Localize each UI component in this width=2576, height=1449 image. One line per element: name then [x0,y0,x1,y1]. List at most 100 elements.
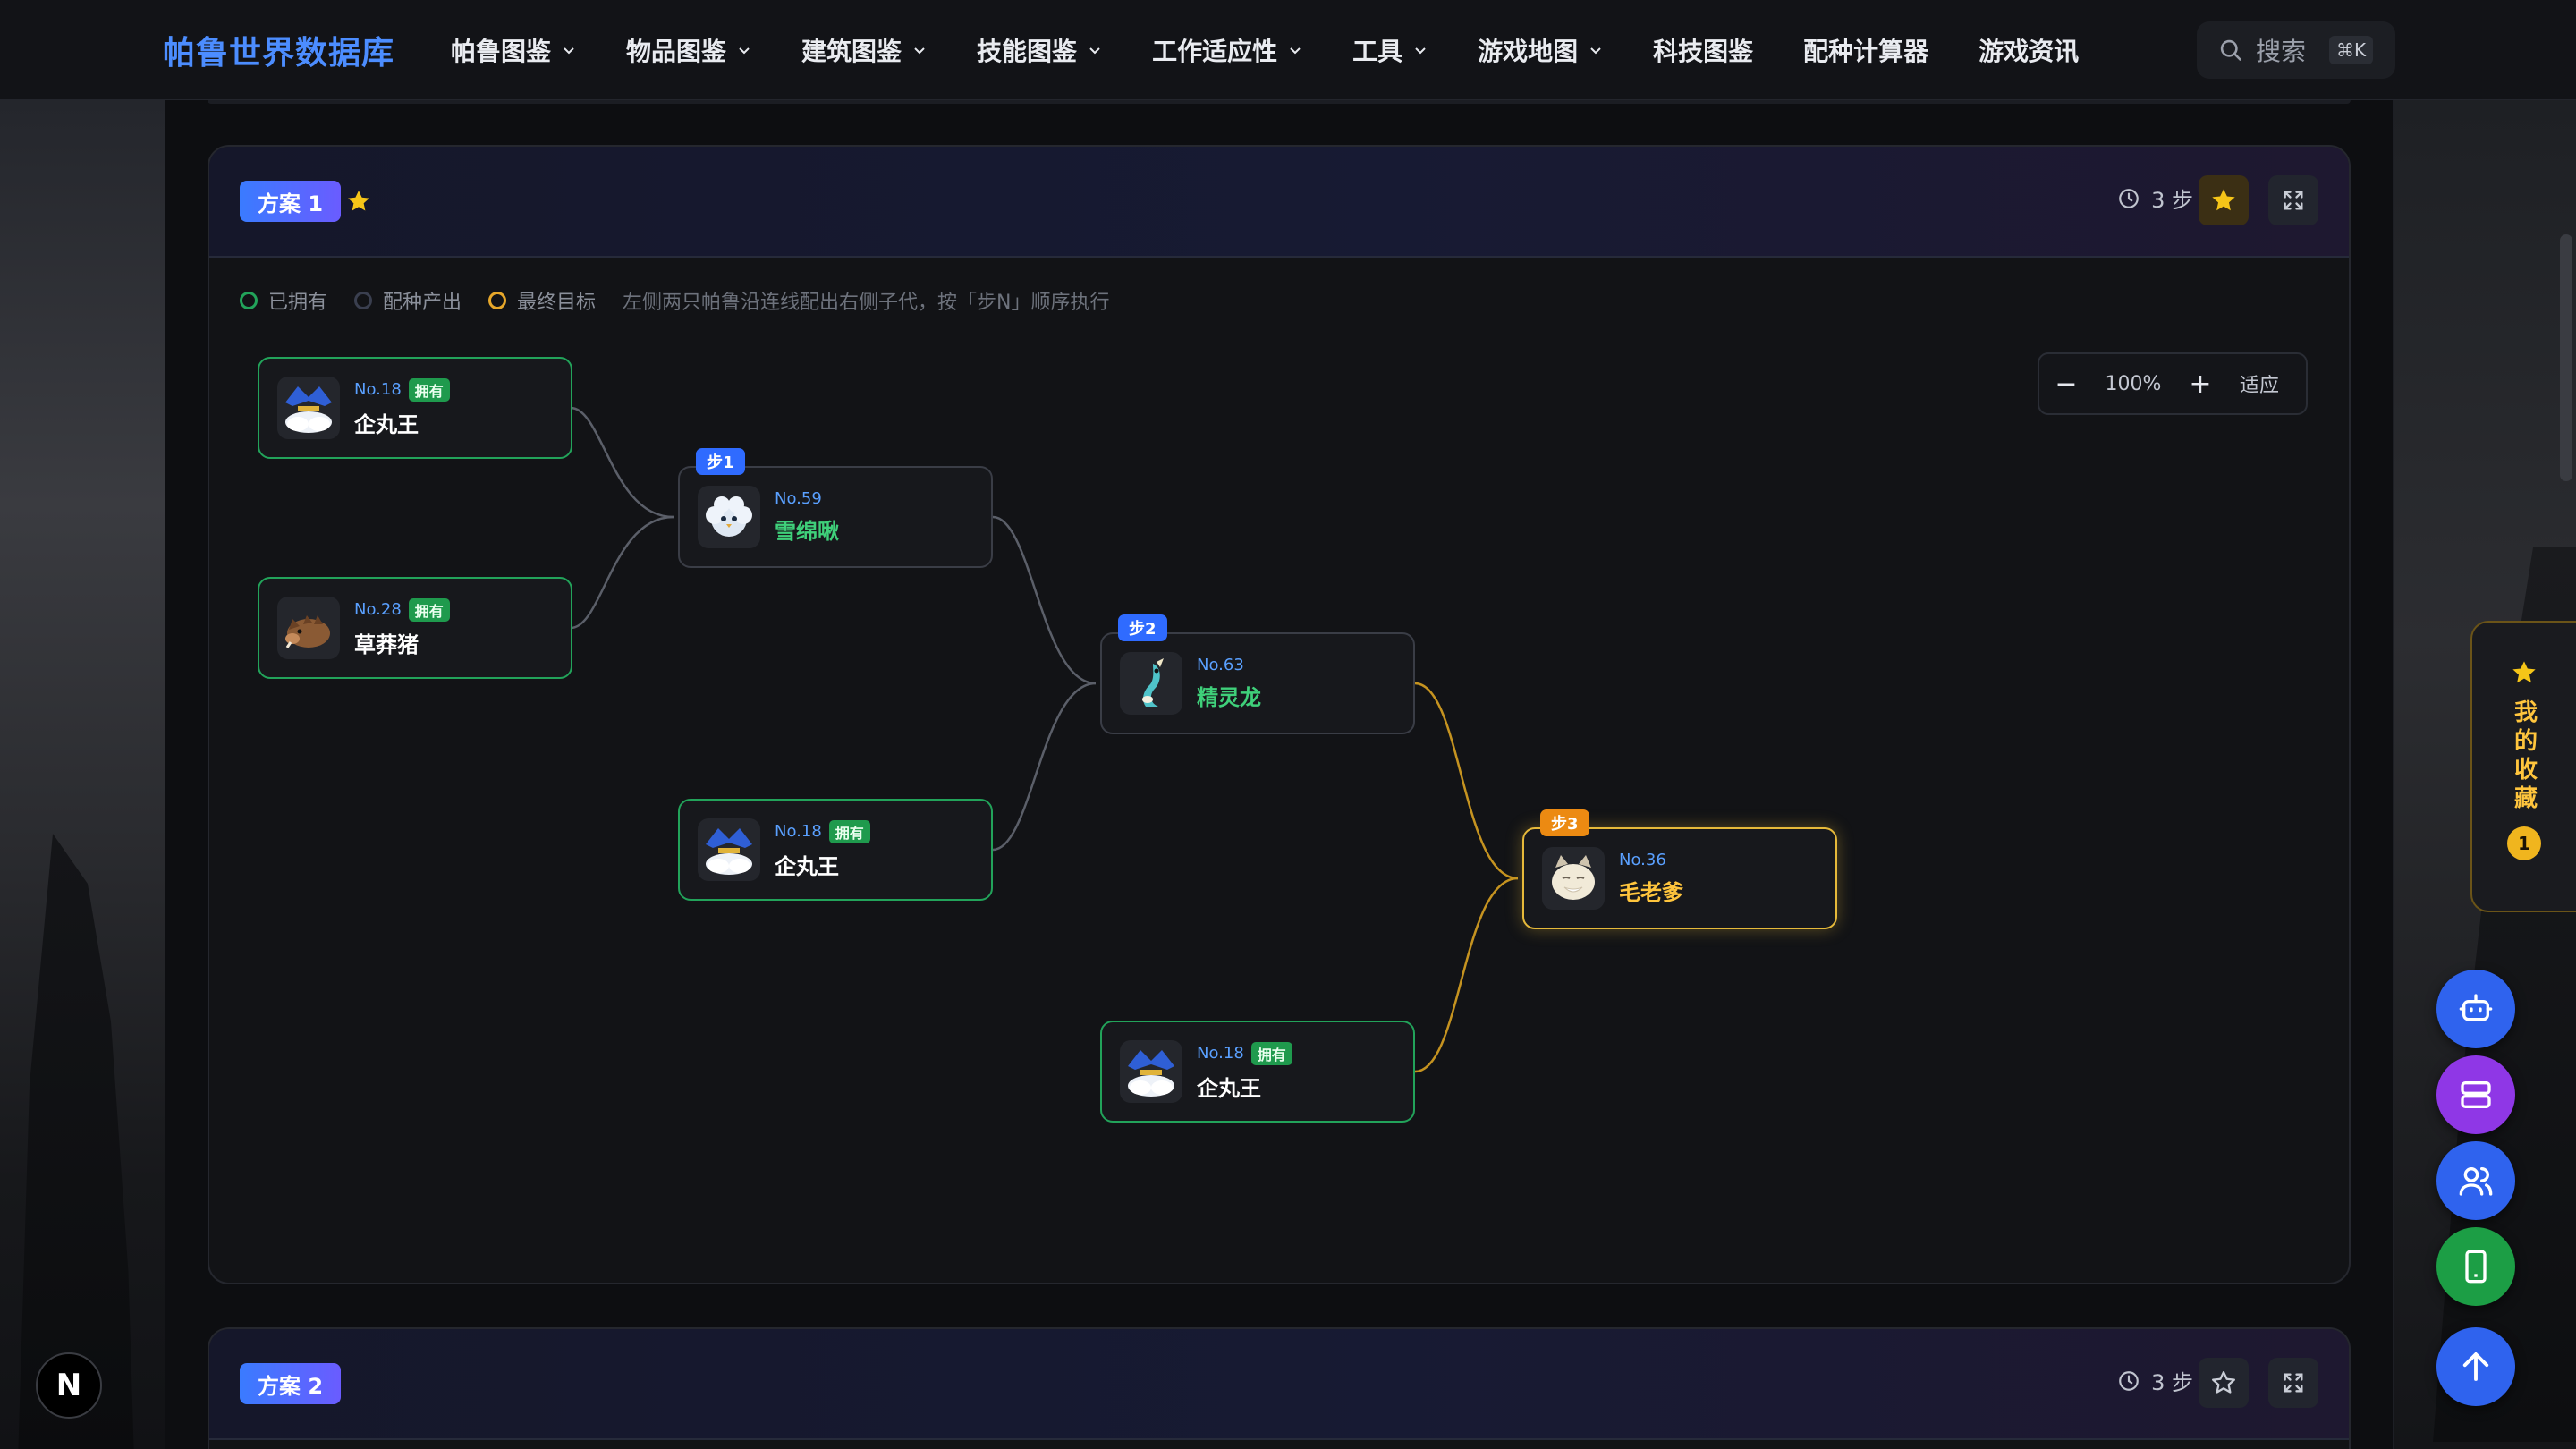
zoom-in-button[interactable]: + [2189,368,2212,400]
server-button[interactable] [2436,1055,2515,1134]
expand-icon [2284,191,2303,210]
step-count-text: 3 步 [2151,1370,2193,1395]
nav-label: 科技图鉴 [1653,37,1754,66]
zoom-out-button[interactable]: − [2055,368,2078,400]
background-left [0,100,165,1449]
bred-dot-icon [354,292,373,309]
pal-name: 雪绵啾 [775,519,839,544]
devtools-badge[interactable]: N [36,1352,102,1419]
nav-item-pal-dex[interactable]: 帕鲁图鉴 [451,32,576,68]
pal-avatar [277,597,340,659]
pal-number: No.63 [1197,656,1244,674]
favorites-count-badge: 1 [2507,826,2541,860]
pal-node-bred[interactable]: 步2 No.63 精灵龙 [1100,614,1415,734]
pal-info: No.18 拥有 企丸王 [775,819,870,880]
favorite-button[interactable] [2199,175,2249,225]
pal-info: No.36 毛老爹 [1619,851,1683,906]
owned-dot-icon [240,292,258,309]
nav-item-breeding-calculator[interactable]: 配种计算器 [1803,32,1928,68]
clock-icon [2119,188,2139,208]
chevron-down-icon [739,47,750,55]
fit-view-button[interactable]: 适应 [2240,375,2280,397]
legend-label: 配种产出 [383,292,462,314]
star-icon [2512,661,2536,683]
step-tag: 步1 [696,448,745,475]
search-button[interactable]: 搜索 ⌘K [2197,21,2395,79]
plan-header: 方案 1 3 步 [209,147,2349,258]
legend-owned: 已拥有 [240,286,327,315]
pal-node-bred[interactable]: 步1 No.59 雪绵啾 [678,448,993,568]
pal-number: No.28 [354,600,402,619]
star-outline-icon [2212,1371,2235,1394]
plan-card-1: 方案 1 3 步 已拥有 配种产出 最终目标 左侧两只帕鲁沿连线配出右侧子代，按… [208,145,2351,1284]
pal-avatar [1542,847,1605,910]
scrollbar-thumb[interactable] [2560,234,2572,481]
nav-label: 游戏地图 [1478,37,1579,66]
back-to-top-button[interactable] [2436,1327,2515,1406]
edge [1414,877,1519,1073]
pal-number: No.18 [775,822,822,841]
legend-label: 最终目标 [517,292,597,314]
pal-name: 企丸王 [354,411,419,437]
nav-item-game-news[interactable]: 游戏资讯 [1979,32,2079,68]
clock-icon [2119,1370,2139,1391]
owned-tag: 拥有 [828,819,870,843]
phone-icon [2465,1250,2487,1284]
zoom-controls: − 100% + 适应 [2038,352,2308,415]
plan-badge: 方案 1 [240,181,342,222]
penking-icon [285,386,332,433]
pal-info: No.59 雪绵啾 [775,489,839,545]
pal-name: 企丸王 [775,853,839,879]
fullscreen-button[interactable] [2268,175,2318,225]
nav-item-skill-dex[interactable]: 技能图鉴 [977,32,1102,68]
nav-item-work-suitability[interactable]: 工作适应性 [1152,32,1302,68]
search-icon [2220,39,2241,61]
nav-label: 工作适应性 [1152,37,1278,66]
penking-icon [1128,1050,1174,1097]
pal-meta: No.18 拥有 [775,819,870,843]
fullscreen-button[interactable] [2268,1358,2318,1408]
pal-meta: No.59 [775,489,839,508]
ai-assistant-button[interactable] [2436,970,2515,1048]
pal-node-owned[interactable]: No.18 拥有 企丸王 [678,799,993,901]
dragon-icon [1142,658,1164,707]
arrow-up-icon [2462,1352,2489,1381]
pal-avatar [698,818,760,881]
plan-card-2: 方案 2 3 步 [208,1327,2351,1449]
previous-card-edge [208,100,2351,104]
pal-node-target[interactable]: 步3 No.36 毛老爹 [1522,809,1837,929]
nav-item-game-map[interactable]: 游戏地图 [1478,32,1603,68]
chevron-down-icon [1290,47,1301,55]
legend: 已拥有 配种产出 最终目标 左侧两只帕鲁沿连线配出右侧子代，按「步N」顺序执行 [240,286,1110,315]
zoom-level: 100% [2105,372,2162,395]
brand-logo[interactable]: 帕鲁世界数据库 [163,35,395,72]
step-tag: 步2 [1118,614,1167,641]
mobile-app-button[interactable] [2436,1227,2515,1306]
favorites-panel[interactable]: 我的收藏 1 [2470,621,2576,912]
chevron-down-icon [564,47,574,55]
pal-number: No.18 [1197,1044,1244,1063]
boar-icon [285,615,330,648]
robot-icon [2459,994,2493,1021]
pal-meta: No.18 拥有 [1197,1041,1292,1065]
nav-item-item-dex[interactable]: 物品图鉴 [626,32,751,68]
owned-tag: 拥有 [1250,1041,1292,1065]
search-placeholder: 搜索 [2256,37,2307,66]
favorites-label: 我的收藏 [2510,699,2538,814]
step-count-text: 3 步 [2151,188,2193,213]
nav-item-tools[interactable]: 工具 [1352,32,1428,68]
pal-avatar [277,377,340,439]
community-button[interactable] [2436,1141,2515,1220]
nav-item-building-dex[interactable]: 建筑图鉴 [801,32,927,68]
nav-label: 游戏资讯 [1979,37,2080,66]
pal-avatar [1120,1040,1182,1103]
nav-item-tech-dex[interactable]: 科技图鉴 [1653,32,1753,68]
favorite-button[interactable] [2199,1358,2249,1408]
pal-number: No.18 [354,380,402,399]
